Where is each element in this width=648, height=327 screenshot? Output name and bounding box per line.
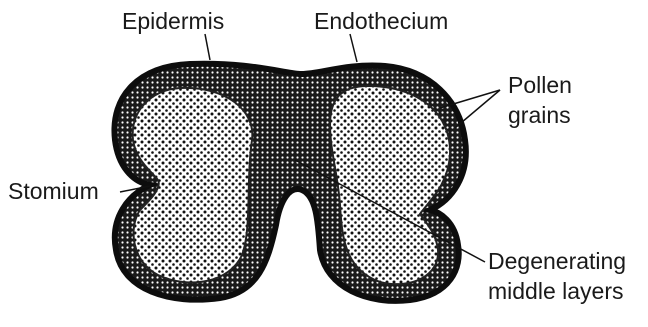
- right-pollen-sac: [330, 86, 450, 284]
- epidermis-leader: [205, 34, 210, 60]
- stomium-label: Stomium: [8, 178, 99, 204]
- pollen-grains-label-line1: Pollen: [508, 72, 572, 98]
- pollen-leader-2: [455, 90, 500, 128]
- endothecium-leader: [350, 34, 357, 62]
- degenerating-label-line2: middle layers: [488, 278, 624, 304]
- endothecium-label: Endothecium: [314, 8, 448, 34]
- degenerating-label-line1: Degenerating: [488, 248, 626, 274]
- epidermis-label: Epidermis: [122, 8, 224, 34]
- pollen-grains-label-line2: grains: [508, 102, 571, 128]
